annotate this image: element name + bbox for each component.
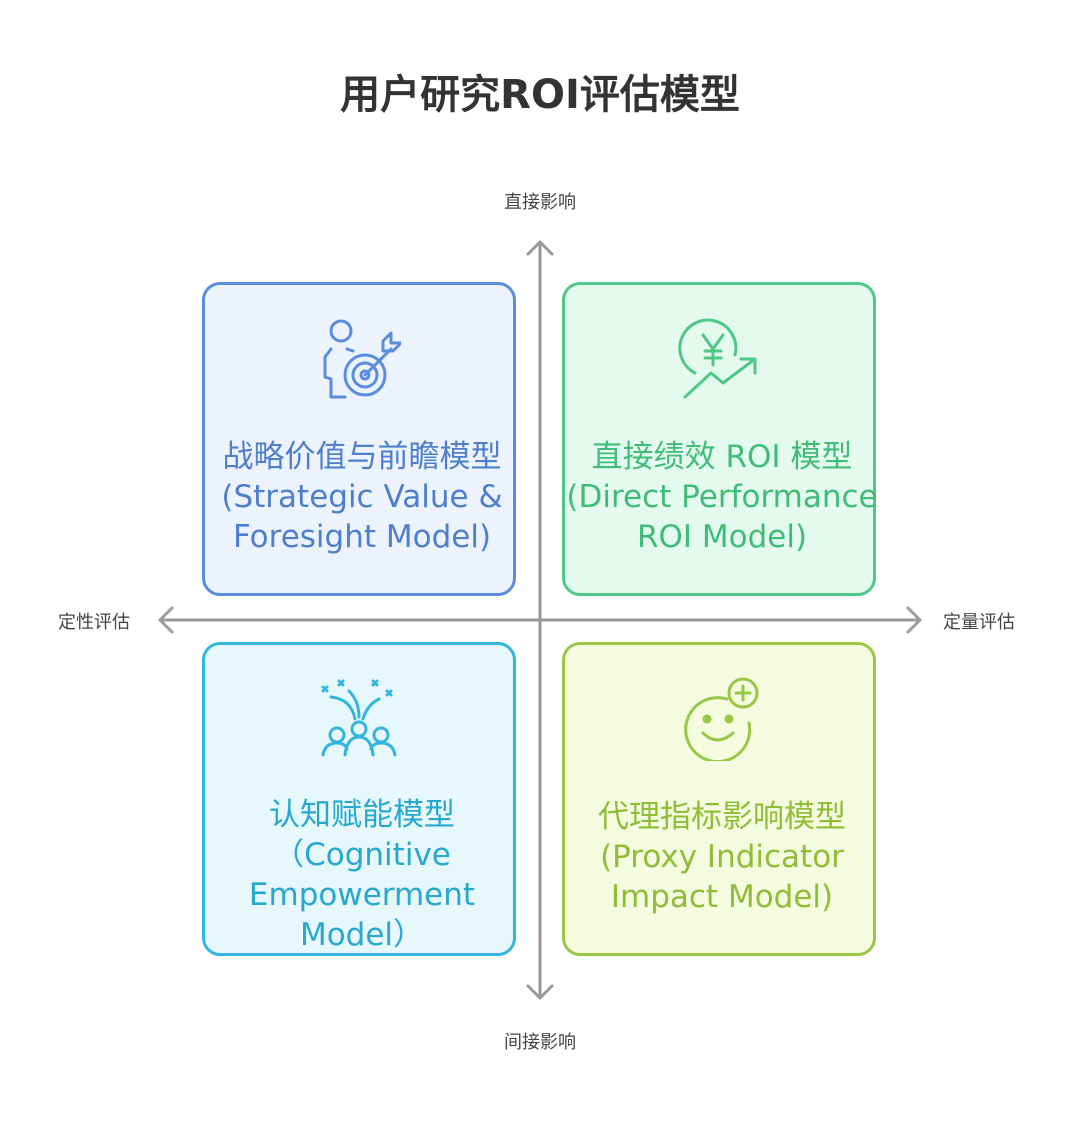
quadrant-subtitle-line: Impact Model) xyxy=(610,879,834,915)
arrow-right-icon xyxy=(906,606,922,634)
quadrant-strategic-value: 战略价值与前瞻模型 (Strategic Value & Foresight M… xyxy=(202,282,516,596)
team-ideas-icon xyxy=(321,679,397,757)
quadrant-direct-performance: 直接绩效 ROI 模型 (Direct Performance ROI Mode… xyxy=(562,282,878,596)
quadrant-subtitle-line: ROI Model) xyxy=(636,519,808,555)
quadrant-subtitle-line: (Direct Performance xyxy=(566,479,878,515)
smiley-plus-icon xyxy=(684,677,759,761)
quadrant-subtitle-line: Foresight Model) xyxy=(232,519,492,555)
quadrant-title-zh: 直接绩效 ROI 模型 xyxy=(591,439,853,475)
diagram-title: 用户研究ROI评估模型 xyxy=(340,72,740,118)
quadrant-subtitle-line: Model） xyxy=(299,917,425,953)
quadrant-title-zh: 战略价值与前瞻模型 xyxy=(222,439,502,475)
target-person-icon xyxy=(323,319,401,399)
axis-label-quantitative: 定量评估 xyxy=(943,612,1015,633)
arrow-up-icon xyxy=(526,240,554,256)
arrow-down-icon xyxy=(526,984,554,1000)
quadrant-subtitle-line: （Cognitive xyxy=(273,837,451,873)
axis-label-direct-impact: 直接影响 xyxy=(504,192,576,213)
axis-label-indirect-impact: 间接影响 xyxy=(504,1032,576,1053)
quadrant-subtitle-line: (Strategic Value & xyxy=(221,479,503,515)
axis-label-qualitative: 定性评估 xyxy=(58,612,130,633)
arrow-left-icon xyxy=(158,606,174,634)
quadrant-proxy-indicator: 代理指标影响模型 (Proxy Indicator Impact Model) xyxy=(562,642,876,956)
yuan-growth-icon xyxy=(678,318,757,399)
quadrant-subtitle-line: Empowerment xyxy=(248,877,476,913)
quadrant-cognitive-empowerment: 认知赋能模型 （Cognitive Empowerment Model） xyxy=(202,642,516,956)
quadrant-title-zh: 代理指标影响模型 xyxy=(598,799,846,835)
quadrant-subtitle-line: (Proxy Indicator xyxy=(600,839,844,875)
quadrant-title-zh: 认知赋能模型 xyxy=(269,797,455,833)
